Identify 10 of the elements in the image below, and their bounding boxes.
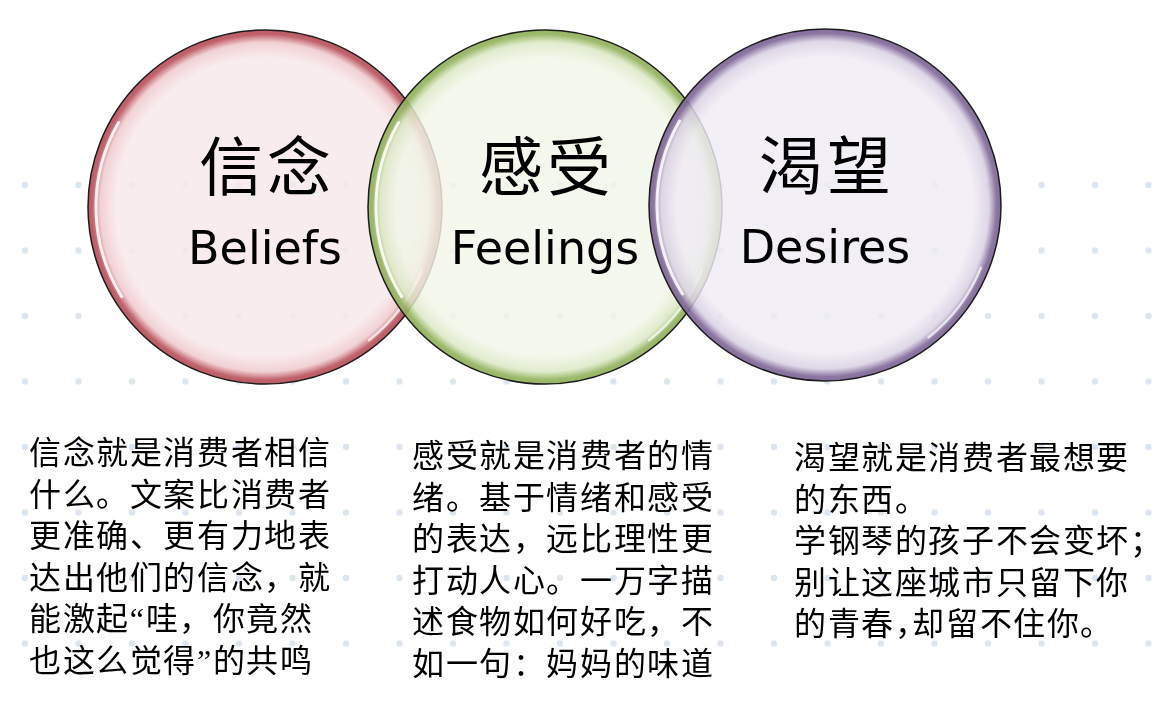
description-text: 学钢琴的孩子不会变坏；别让这座城市只留下你的青春，却留不住你。 [794, 522, 1149, 645]
circle-title: 渴望 [759, 135, 895, 199]
description-text: 感受就是消费者的情绪。基于情绪和感受的表达，远比理性更打动人心。一万字描述食物如何好吃，不如一句：妈妈的味道 [412, 437, 716, 684]
venn-circle [648, 28, 1002, 382]
description-text: 信念就是消费者相信什么。文案比消费者更准确、更有力地表达出他们的信念，就能激起“哇，你竟然也这么觉得”的共鸣 [29, 434, 333, 681]
circle-title: 信念 [199, 136, 335, 200]
circle-subtitle: Beliefs [188, 225, 342, 271]
description-text: 渴望就是消费者最想要的东西。 [794, 439, 1131, 520]
circle-title: 感受 [479, 136, 615, 200]
circle-subtitle: Desires [739, 224, 911, 270]
